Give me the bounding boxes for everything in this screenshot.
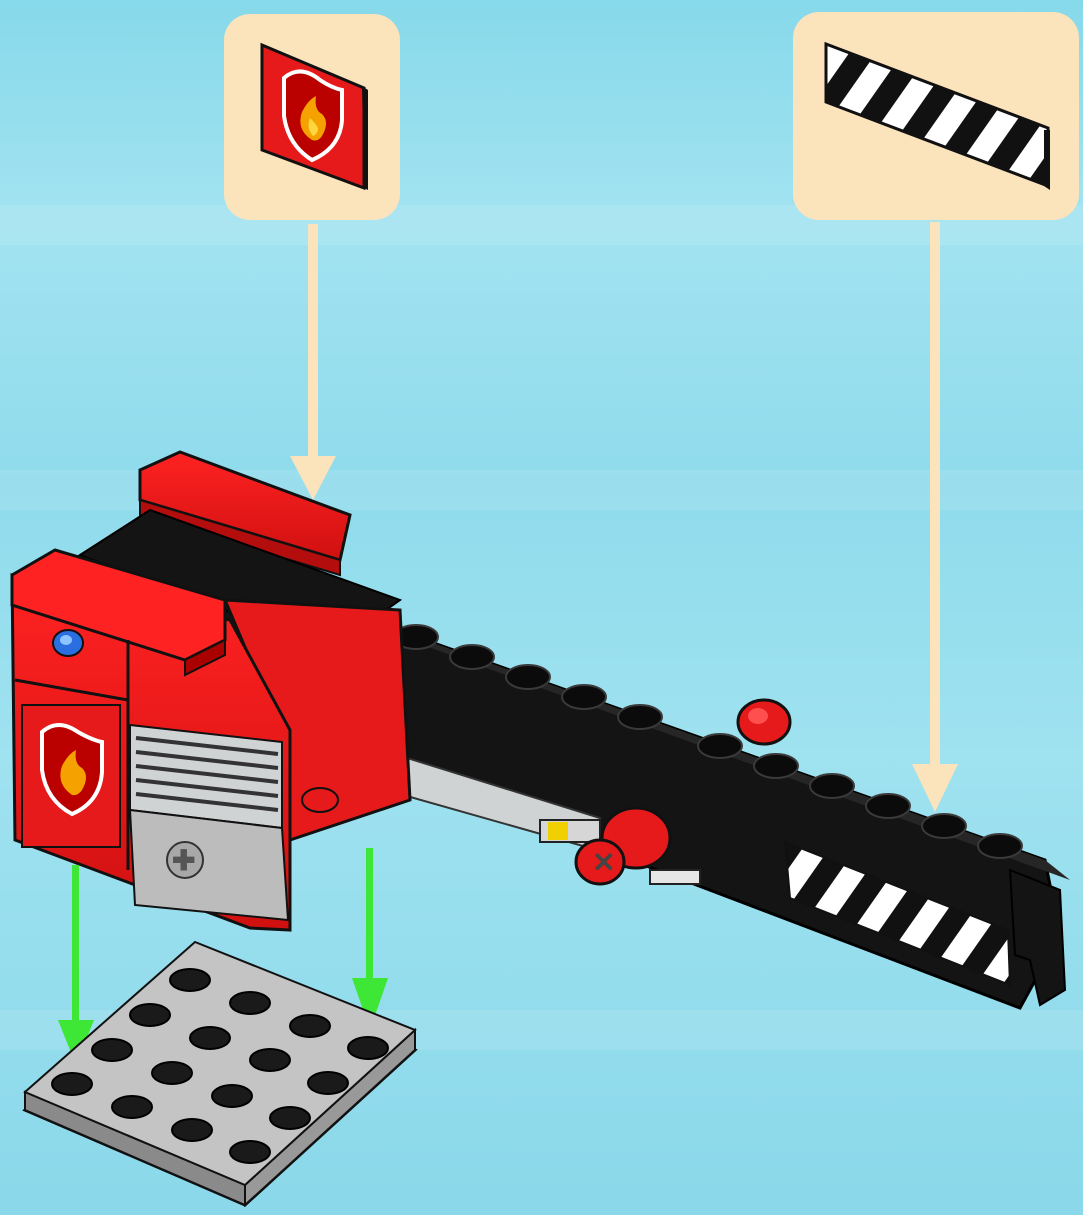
fire-shield-icon	[22, 705, 120, 847]
placement-arrow-plate-right	[352, 848, 388, 1030]
red-knob-upper	[738, 700, 790, 744]
hazard-stripe-sticker	[826, 44, 1050, 190]
placement-arrow-stripe	[912, 222, 958, 812]
svg-text:✚: ✚	[172, 845, 195, 876]
hazard-stripe-icon	[826, 44, 1048, 186]
red-cab: ✚	[12, 452, 410, 930]
svg-text:✕: ✕	[592, 847, 615, 878]
blue-light-icon	[53, 630, 83, 656]
placement-arrow-shield	[290, 224, 336, 500]
fire-shield-sticker	[262, 45, 368, 190]
